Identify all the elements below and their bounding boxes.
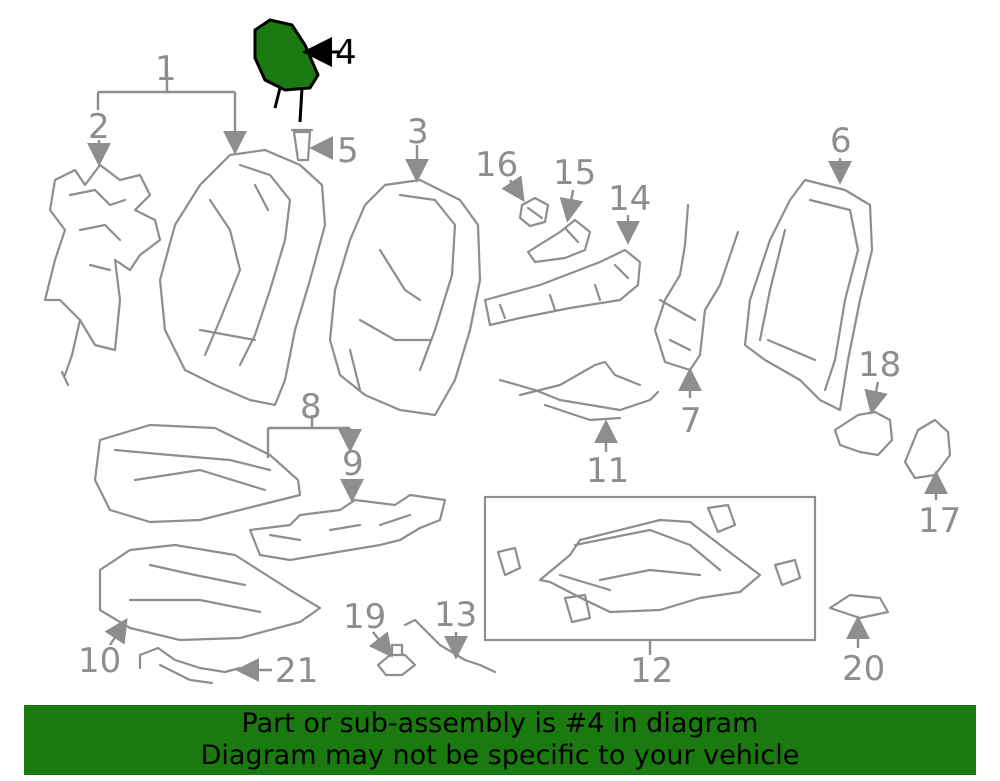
callout-16: 16 — [475, 145, 518, 185]
part-8-cushion-cover[interactable] — [93, 423, 302, 524]
callout-15: 15 — [553, 153, 596, 193]
part-4-headrest[interactable] — [253, 18, 320, 123]
part-9-cushion-heater[interactable] — [248, 493, 447, 562]
part-18-bracket[interactable] — [833, 410, 894, 457]
banner-line-1: Part or sub-assembly is #4 in diagram — [241, 708, 759, 739]
part-11-wire-frame[interactable] — [498, 360, 660, 422]
banner-line-2: Diagram may not be specific to your vehi… — [200, 740, 800, 771]
part-12-group-box — [483, 495, 817, 642]
part-6-seatback-frame[interactable] — [743, 178, 874, 412]
callout-11: 11 — [586, 451, 629, 491]
callout-10: 10 — [78, 641, 121, 681]
callout-12: 12 — [630, 651, 673, 691]
callout-20: 20 — [842, 649, 885, 689]
part-12-seat-track[interactable] — [496, 503, 802, 624]
callout-9: 9 — [342, 444, 364, 484]
part-7-recliner-bracket[interactable] — [653, 203, 740, 372]
part-20-bracket[interactable] — [828, 593, 890, 620]
callout-19: 19 — [343, 597, 386, 637]
callout-17: 17 — [918, 501, 961, 541]
callout-labels: 1 2 3 4 5 6 7 8 9 10 11 12 13 14 15 16 1… — [78, 33, 961, 691]
callout-6: 6 — [830, 121, 852, 161]
info-banner: Part or sub-assembly is #4 in diagram Di… — [24, 705, 976, 775]
callout-13: 13 — [434, 595, 477, 635]
part-13-wire[interactable] — [403, 618, 497, 674]
callout-18: 18 — [858, 345, 901, 385]
callout-4: 4 — [335, 33, 357, 73]
callout-14: 14 — [608, 179, 651, 219]
part-16-cover[interactable] — [518, 196, 550, 228]
callout-5: 5 — [337, 131, 359, 171]
part-17-side-cover[interactable] — [903, 418, 952, 480]
part-3-seatback-pad[interactable] — [328, 178, 482, 417]
callout-8: 8 — [300, 387, 322, 427]
callout-3: 3 — [407, 112, 429, 152]
part-1-seatback-cover[interactable] — [158, 148, 327, 407]
part-14-shield[interactable] — [483, 248, 642, 327]
callout-21: 21 — [275, 651, 318, 691]
part-21-harness[interactable] — [138, 646, 242, 685]
callout-7: 7 — [680, 401, 702, 441]
part-2-heater-element[interactable] — [43, 163, 162, 387]
part-15-cover[interactable] — [526, 218, 592, 264]
callout-1: 1 — [155, 49, 177, 89]
part-19-clip[interactable] — [376, 643, 417, 677]
part-5-headrest-guide[interactable] — [290, 128, 314, 162]
parts-diagram: 1 2 3 4 5 6 7 8 9 10 11 12 13 14 15 16 1… — [43, 18, 961, 691]
callout-2: 2 — [88, 107, 110, 147]
leader-lines — [87, 37, 948, 682]
